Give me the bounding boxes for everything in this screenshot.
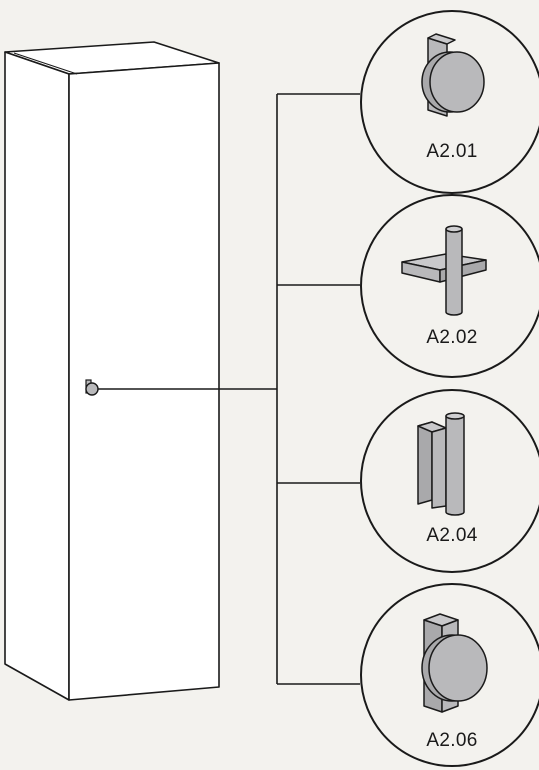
connector-lines xyxy=(98,93,360,685)
round-knob-plate-icon xyxy=(421,613,488,713)
option-label-a202: A2.02 xyxy=(426,327,478,348)
cabinet-front xyxy=(68,62,220,701)
round-knob-icon xyxy=(421,33,485,117)
option-label-a206: A2.06 xyxy=(426,730,478,751)
vertical-handle-icon xyxy=(417,412,465,516)
option-label-a201: A2.01 xyxy=(426,141,478,162)
bar-handle-icon xyxy=(401,225,487,316)
option-label-a204: A2.04 xyxy=(426,525,478,546)
cabinet-side xyxy=(4,51,70,701)
tall-cabinet xyxy=(4,41,220,701)
